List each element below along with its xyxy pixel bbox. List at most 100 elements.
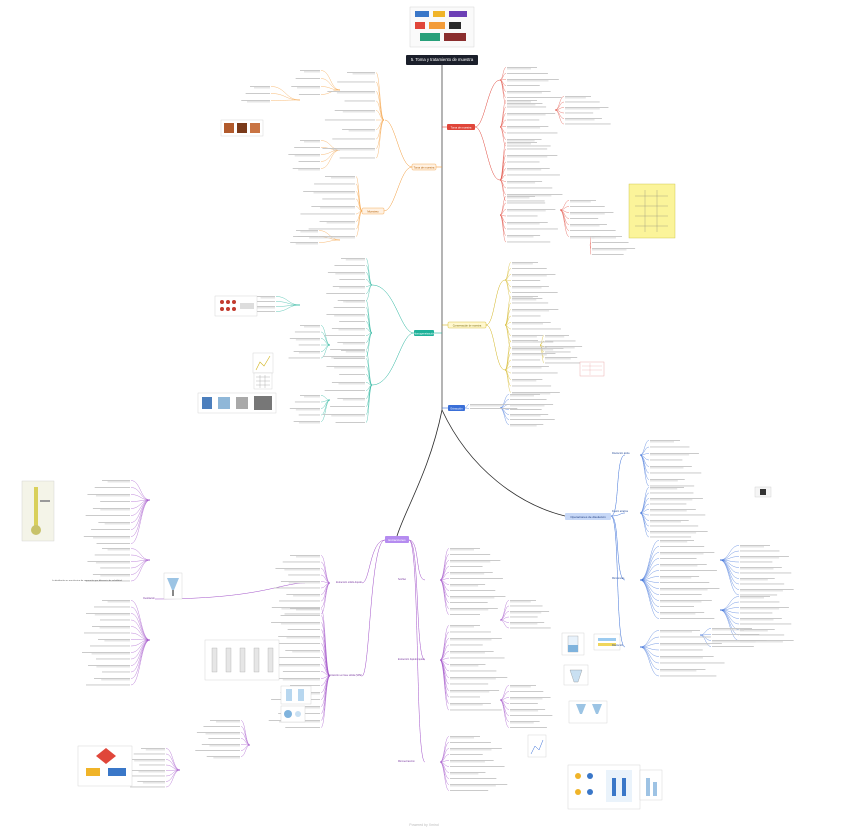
leaf-text-line — [507, 113, 555, 114]
leaf-text-line — [450, 690, 499, 691]
leaf-text-line — [343, 343, 365, 344]
leaf-text-line — [650, 480, 678, 481]
leaf-text-line — [740, 589, 794, 590]
leaf-text-line — [512, 349, 553, 350]
branch-label-disolucion-acida: Disolución ácida — [612, 452, 630, 455]
branch-link — [241, 727, 250, 746]
branch-link — [560, 210, 569, 231]
leaf-text-line — [450, 697, 480, 698]
leaf-text-line — [299, 422, 320, 423]
leaf-text-line — [299, 415, 320, 416]
leaf-text-line — [139, 771, 165, 772]
leaf-text-line — [98, 639, 130, 640]
leaf-text-line — [650, 504, 686, 505]
leaf-text-line — [450, 614, 480, 615]
branch-link — [505, 325, 511, 342]
instruments-thumbnail — [198, 393, 276, 413]
leaf-text-line — [565, 107, 608, 108]
leaf-text-line — [450, 639, 491, 640]
leaf-text-line — [510, 606, 543, 607]
branch-link — [131, 549, 150, 561]
branch-link — [376, 120, 384, 158]
leaf-text-line — [592, 242, 629, 243]
leaf-text-line — [450, 754, 483, 755]
leaf-text-line — [592, 236, 622, 237]
leaf-text-line — [740, 584, 784, 585]
leaf-text-line — [650, 499, 692, 500]
branch-link — [366, 385, 372, 423]
leaf-text-line — [90, 646, 130, 647]
branch-link — [166, 770, 180, 787]
microextraction-thumbnail — [568, 765, 640, 809]
leaf-text-line — [507, 68, 531, 69]
branch-link — [372, 285, 414, 333]
branch-link — [166, 749, 180, 771]
leaf-text-line — [327, 91, 375, 92]
leaf-text-line — [323, 356, 365, 357]
leaf-text-line — [141, 748, 165, 749]
branch-labels: Toma de muestra Muestreo Homogeneización… — [52, 124, 630, 763]
leaf-text-line — [450, 704, 483, 705]
leaf-text-line — [512, 309, 558, 310]
leaf-text-line — [712, 646, 754, 647]
leaf-text-line — [510, 686, 531, 687]
branch-link — [356, 211, 362, 237]
leaf-text-line — [512, 268, 547, 269]
leaf-text-line — [740, 546, 764, 547]
leaf-text-line — [450, 608, 498, 609]
leaf-text-line — [314, 184, 355, 185]
leaf-text-line — [322, 148, 375, 149]
leaf-text-line — [507, 194, 562, 195]
leaf-text-line — [507, 223, 540, 224]
branch-link — [440, 549, 449, 581]
branch-link — [500, 215, 506, 236]
branch-label-soxhlet: Soxhlet — [398, 578, 406, 581]
leaf-text-line — [570, 206, 605, 207]
leaf-text-line — [450, 548, 480, 549]
leaf-text-line — [334, 358, 365, 359]
branch-link — [720, 610, 739, 635]
leaf-text-line — [510, 623, 537, 624]
leaf-text-line — [660, 600, 712, 601]
leaf-text-line — [512, 347, 547, 348]
leaf-text-line — [450, 578, 503, 579]
leaf-text-line — [510, 405, 544, 406]
leaf-text-line — [293, 168, 320, 169]
branch-link — [372, 333, 414, 385]
leaf-text-line — [565, 124, 611, 125]
leaf-text-line — [126, 759, 165, 760]
leaf-text-line — [512, 392, 560, 393]
leaf-text-line — [134, 754, 165, 755]
leaf-text-line — [507, 80, 548, 81]
sample-photos-thumbnail — [221, 120, 263, 136]
branch-link — [640, 513, 649, 532]
leaf-text-line — [450, 602, 488, 603]
leaf-text-line — [740, 630, 768, 631]
leaf-text-line — [332, 139, 375, 140]
leaf-text-line — [296, 243, 318, 244]
branch-link — [440, 626, 449, 661]
leaf-text-line — [740, 624, 791, 625]
leaf-text-line — [740, 602, 779, 603]
leaf-text-line — [450, 573, 484, 574]
leaf-text-line — [650, 447, 689, 448]
branch-link — [540, 345, 544, 363]
central-topic[interactable]: 5. Toma y tratamiento de muestra — [406, 55, 478, 65]
leaf-text-line — [342, 129, 375, 130]
leaf-text-line — [294, 421, 320, 422]
leaf-text-line — [450, 677, 507, 678]
leaf-text-line — [137, 781, 165, 782]
leaf-text-line — [290, 408, 320, 409]
leaf-text-line — [195, 750, 240, 751]
branch-link — [321, 562, 330, 583]
branch-link — [720, 610, 739, 641]
leaf-text-line — [279, 601, 320, 602]
branch-link — [640, 580, 659, 601]
footer-credit: Powered by Xmind — [0, 823, 848, 827]
leaf-text-line — [450, 658, 505, 659]
leaf-text-line — [300, 70, 320, 71]
leaf-text-line — [507, 104, 535, 105]
leaf-text-line — [450, 632, 491, 633]
leaf-text-line — [283, 679, 320, 680]
branch-link — [465, 405, 469, 409]
